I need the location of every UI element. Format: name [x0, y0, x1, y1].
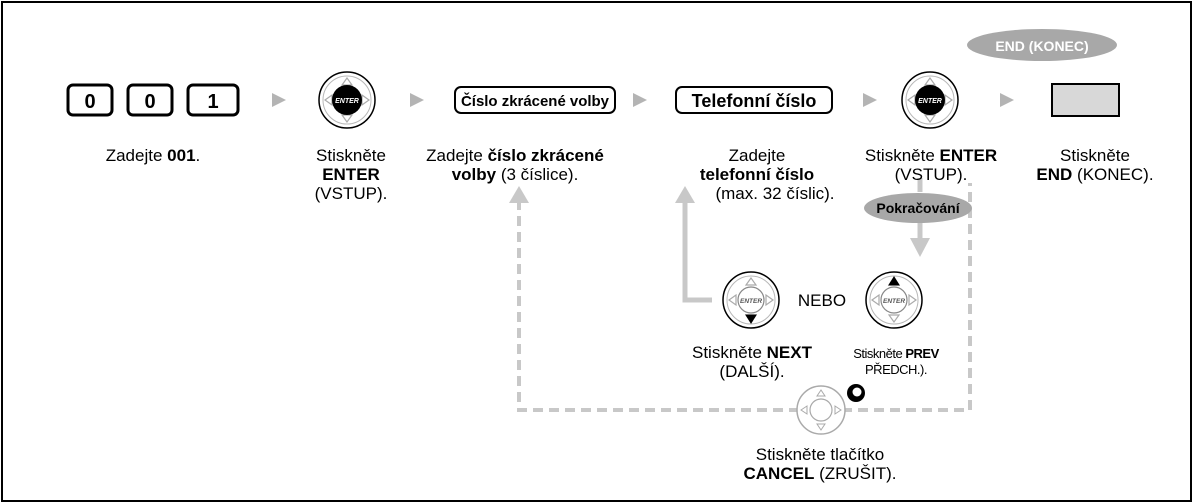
- svg-text:0: 0: [84, 91, 95, 113]
- next-navpad-icon: ENTER: [722, 271, 780, 329]
- step1-caption: Zadejte 001.: [105, 146, 201, 165]
- or-label: NEBO: [798, 291, 846, 310]
- svg-text:Pokračování: Pokračování: [876, 200, 960, 216]
- svg-text:Číslo zkrácené volby: Číslo zkrácené volby: [461, 92, 610, 110]
- next-caption: Stiskněte NEXT(DALŠÍ).: [692, 343, 812, 381]
- step5-caption: Stiskněte ENTER(VSTUP).: [864, 146, 998, 184]
- prev-navpad-icon: ENTER: [865, 271, 923, 329]
- key-one: 1: [186, 83, 240, 117]
- arrow-up-icon: [509, 186, 529, 203]
- svg-text:ENTER: ENTER: [883, 298, 905, 305]
- svg-text:ENTER: ENTER: [335, 98, 359, 105]
- flow-arrow-icon: [633, 93, 647, 107]
- flow-arrow-icon: [272, 93, 286, 107]
- arrow-up-icon: [675, 186, 695, 203]
- enter-navpad-icon: ENTER: [318, 71, 376, 129]
- flow-arrow-icon: [1000, 93, 1014, 107]
- speed-dial-number-field: Číslo zkrácené volby: [454, 86, 616, 114]
- end-key: [1051, 83, 1120, 117]
- svg-text:Telefonní číslo: Telefonní číslo: [692, 91, 817, 111]
- end-badge: END (KONEC): [967, 29, 1117, 61]
- key-zero-1: 0: [66, 83, 114, 117]
- svg-text:ENTER: ENTER: [918, 98, 942, 105]
- svg-text:0: 0: [144, 91, 155, 113]
- cancel-navpad-icon: [796, 385, 846, 435]
- svg-text:ENTER: ENTER: [740, 298, 762, 305]
- flow-arrow-icon: [863, 93, 877, 107]
- cancel-button-icon: [847, 384, 865, 402]
- svg-text:END (KONEC): END (KONEC): [995, 38, 1088, 54]
- key-zero-2: 0: [126, 83, 174, 117]
- phone-number-field: Telefonní číslo: [675, 86, 833, 114]
- arrow-down-icon: [910, 238, 930, 257]
- continue-badge: Pokračování: [864, 193, 972, 223]
- svg-text:1: 1: [207, 91, 218, 113]
- flow-arrow-icon: [410, 93, 424, 107]
- enter-navpad-icon: ENTER: [901, 71, 959, 129]
